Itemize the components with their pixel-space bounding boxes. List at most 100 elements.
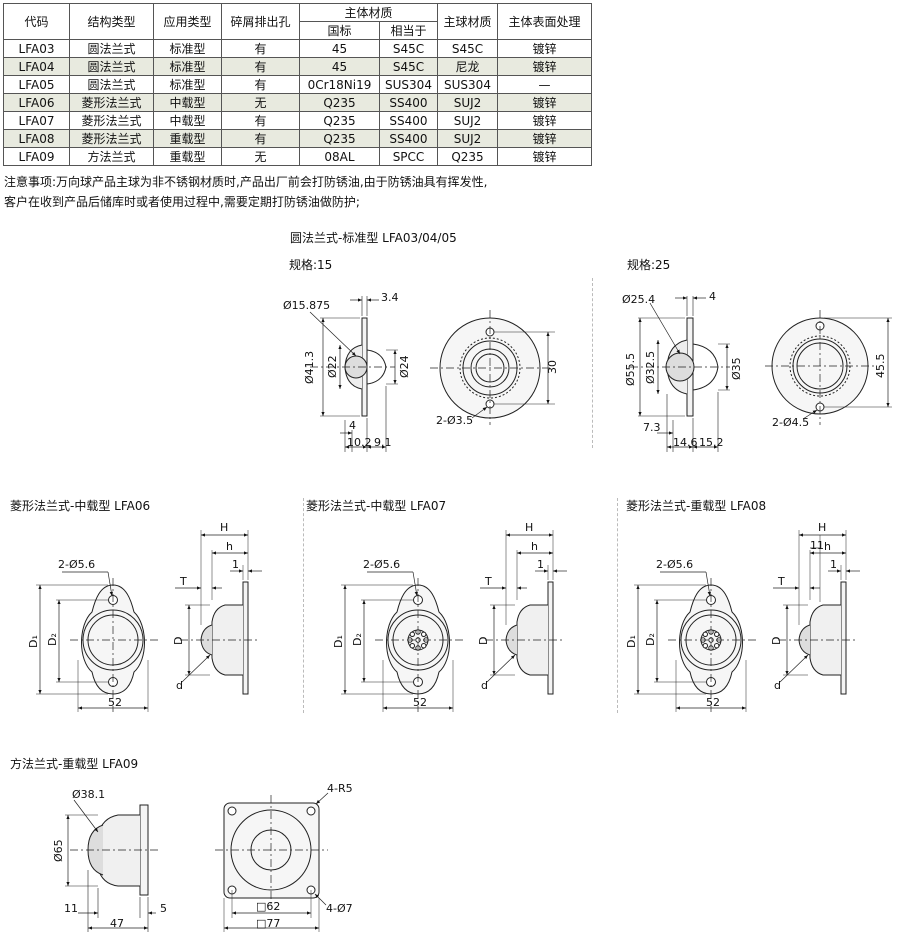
table-cell: 镀锌 [497,147,592,166]
table-cell: Q235 [299,129,380,148]
table-cell: LFA04 [3,57,70,76]
lfa09-side-view [65,799,160,932]
rhombus-d-label: D [172,637,185,645]
spec-15-label: 规格:15 [289,258,333,272]
rhombus-side-view [773,530,860,695]
round25-holes-dim: 2-Ø4.5 [772,416,809,429]
spec-table: 代码 结构类型 应用类型 碎屑排出孔 主体材质 主球材质 主体表面处理 国标 相… [3,3,592,166]
table-cell: 有 [221,129,300,148]
round15-holes-dim: 2-Ø3.5 [436,414,473,427]
rhombus-t-label: T [484,575,492,588]
rhombus-one-label: 1 [830,558,837,571]
col-body-material: 主体材质 [299,3,438,22]
round15-front-view [430,310,555,425]
table-cell: 标准型 [153,57,222,76]
table-cell: 菱形法兰式 [69,93,154,112]
round15-outer-dim: Ø41.3 [303,351,316,384]
table-cell: 圆法兰式 [69,75,154,94]
table-cell: LFA06 [3,93,70,112]
rhombus-h-upper-label: H [525,521,533,534]
round25-outer-dim: Ø55.5 [624,353,637,386]
lfa09-front-view [215,792,329,932]
table-cell: 重载型 [153,147,222,166]
rhombus-holes-dim: 2-Ø5.6 [363,558,400,571]
round15-seat-dim: Ø22 [326,355,339,378]
table-cell: 镀锌 [497,93,592,112]
round25-front-view [765,310,892,425]
table-cell: Q235 [299,93,380,112]
table-cell: SUJ2 [437,129,498,148]
rhombus-small-d-label: d [176,679,183,692]
col-ball-material: 主球材质 [437,3,498,40]
col-gb: 国标 [299,21,380,40]
table-cell: 重载型 [153,129,222,148]
round25-ball-dim: Ø25.4 [622,293,655,306]
rhombus-front-view [341,571,463,712]
table-cell: SUJ2 [437,93,498,112]
lfa09-ball-dim: Ø38.1 [72,788,105,801]
round25-side-view [630,296,730,452]
col-code: 代码 [3,3,70,40]
table-cell: S45C [379,39,438,58]
lfa08-title: 菱形法兰式-重载型 LFA08 [626,499,767,513]
round25-body-dim: Ø35 [730,357,743,380]
table-cell: 45 [299,39,380,58]
round25-t-dim: 7.3 [643,421,661,434]
lfa09-flange-dim: 5 [160,902,167,915]
rhombus-one-label: 1 [232,558,239,571]
table-cell: 菱形法兰式 [69,111,154,130]
lfa09-title: 方法兰式-重载型 LFA09 [10,757,139,771]
round25-seat-dim: Ø32.5 [644,351,657,384]
lfa09-radius-dim: 4-R5 [327,782,353,795]
lfa06-title: 菱形法兰式-中载型 LFA06 [10,499,151,513]
round25-pitch-dim: 45.5 [874,354,887,379]
rhombus-small-d-label: d [481,679,488,692]
table-cell: 镀锌 [497,129,592,148]
round15-t4-dim: 4 [349,419,356,432]
table-cell: 方法兰式 [69,147,154,166]
rhombus-d-label: D [770,637,783,645]
table-cell: S45C [437,39,498,58]
rhombus-d2-label: D₂ [644,633,657,646]
rhombus-d1-label: D₁ [27,635,40,648]
table-cell: 有 [221,111,300,130]
table-cell: SS400 [379,129,438,148]
rhombus-t-label: T [179,575,187,588]
rhombus-h-label: h [824,540,831,553]
rhombus-width-dim: 52 [706,696,720,709]
round25-h2-dim: 15.2 [699,436,724,449]
rhombus-width-dim: 52 [413,696,427,709]
note-line-1: 注意事项:万向球产品主球为非不锈钢材质时,产品出厂前会打防锈油,由于防锈油具有挥… [4,175,488,189]
col-surface: 主体表面处理 [497,3,592,40]
table-cell: — [497,75,592,94]
round15-h2-dim: 9.1 [374,436,392,449]
round15-pitch-dim: 30 [546,360,559,374]
lfa09-body-dim: Ø65 [52,839,65,862]
table-cell: 镀锌 [497,57,592,76]
lfa09-height-dim: 47 [110,917,124,930]
table-cell: 尼龙 [437,57,498,76]
lfa07-title: 菱形法兰式-中载型 LFA07 [306,499,447,513]
rhombus-h-upper-label: H [818,521,826,534]
round25-h1-dim: 14.6 [673,436,698,449]
lfa09-holes-dim: 4-Ø7 [326,902,353,915]
note-line-2: 客户在收到产品后储库时或者使用过程中,需要定期打防锈油做防护; [4,195,360,209]
col-equivalent: 相当于 [379,21,438,40]
round15-body-dim: Ø24 [398,355,411,378]
rhombus-side-view [480,530,567,695]
rhombus-extra-dim: 11 [810,539,824,552]
table-cell: 圆法兰式 [69,39,154,58]
table-cell: S45C [379,57,438,76]
rhombus-front-view [36,571,158,712]
rhombus-h-label: h [226,540,233,553]
rhombus-side-view [175,530,262,695]
